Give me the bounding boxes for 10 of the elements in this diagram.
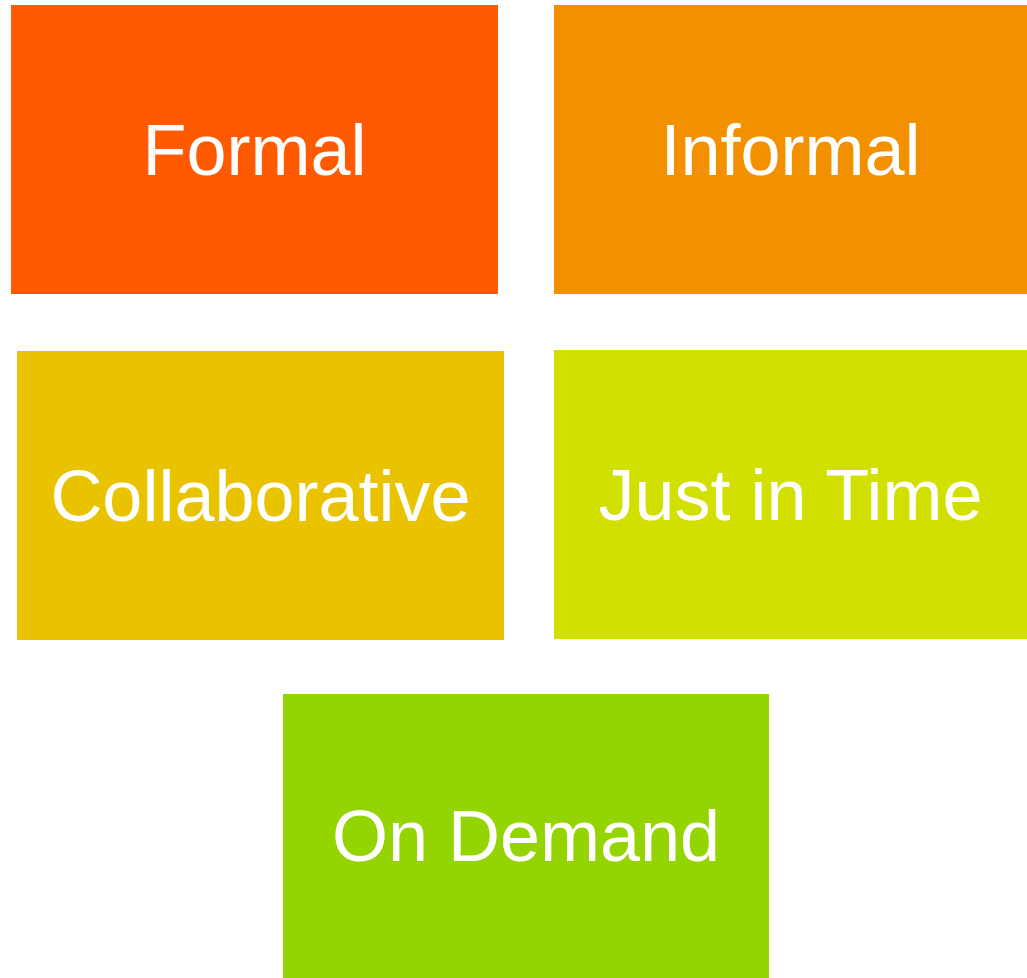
box-label: On Demand <box>331 795 721 877</box>
box-label: Collaborative <box>50 454 471 537</box>
category-box <box>554 350 1027 639</box>
category-box <box>11 5 498 294</box>
box-label: Informal <box>660 108 921 191</box>
category-box <box>554 5 1027 294</box>
box-label: Just in Time <box>598 453 983 536</box>
category-box <box>17 351 504 640</box>
box-label: Formal <box>142 108 367 191</box>
category-box <box>283 694 769 978</box>
